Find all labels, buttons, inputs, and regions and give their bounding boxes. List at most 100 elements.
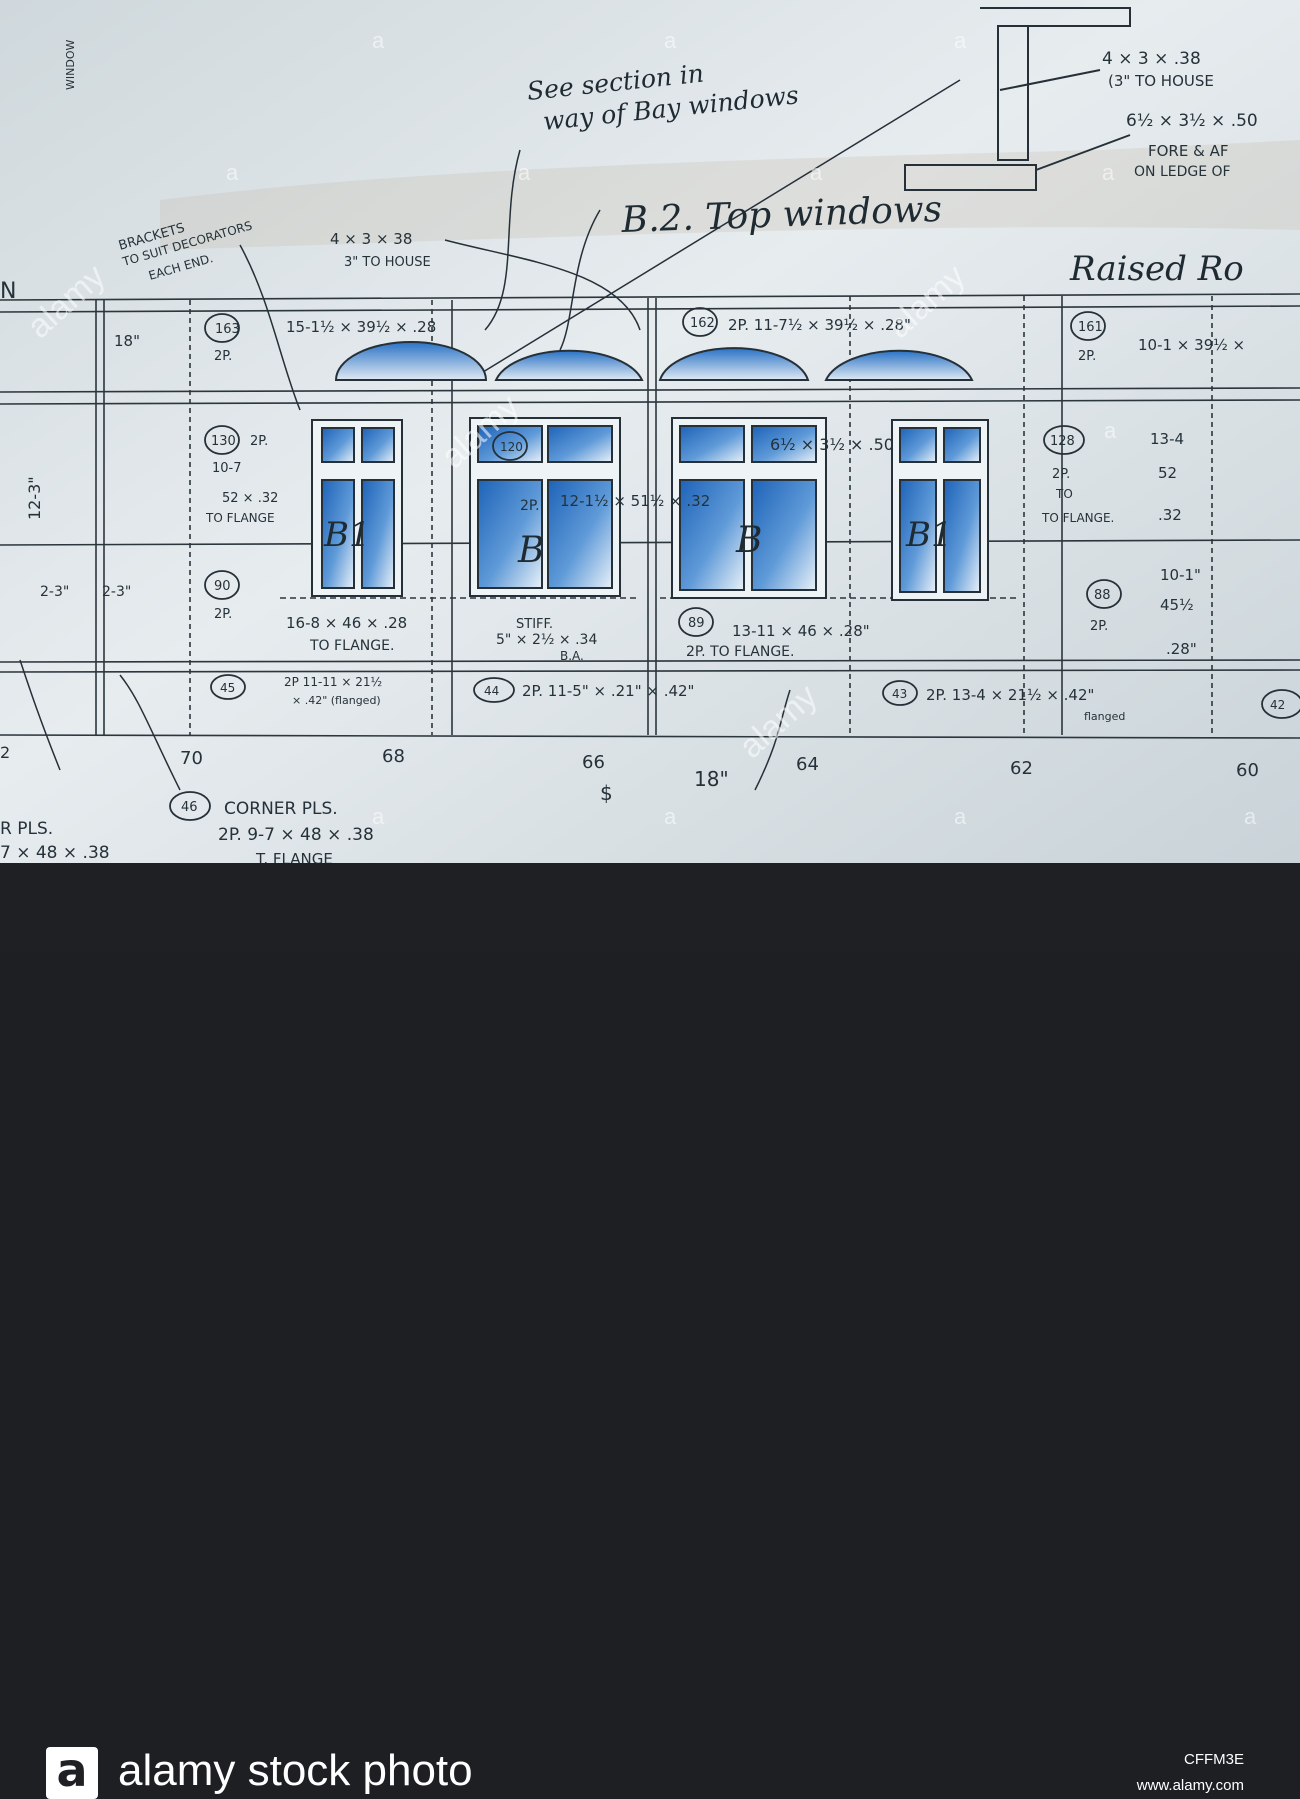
dim-top-mid: 2P. 11-7½ × 39½ × .28" (728, 316, 911, 334)
fanlight-window-2 (494, 349, 644, 381)
watermark-a-3: a (954, 28, 967, 53)
dim-2-3-right: 2-3" (102, 584, 131, 600)
watermark-a-11: a (954, 804, 967, 829)
plate-46: 46 (181, 800, 198, 815)
alamy-logo-icon: a (46, 1747, 98, 1799)
corner-plates: CORNER PLS. (224, 799, 338, 819)
window-label-b-b: B (735, 520, 762, 561)
plate-128-to: TO (1055, 487, 1073, 501)
window-label-b-a: B (517, 530, 544, 571)
main-windows (311, 417, 989, 601)
plate-88: 88 (1094, 588, 1111, 603)
dim-43-flanged: flanged (1084, 710, 1125, 723)
plate-45: 45 (220, 681, 235, 695)
dim-18-bottom: 18" (694, 767, 729, 791)
plate-163: 163 (215, 322, 240, 337)
dim-2-3-left: 2-3" (40, 584, 69, 600)
dim-128-length: 13-4 (1150, 430, 1184, 448)
dim-top-right: 10-1 × 39½ × (1138, 336, 1245, 354)
plate-44: 44 (484, 684, 499, 698)
paper-background (0, 0, 1300, 863)
window-vertical-label: WINDOW (64, 40, 77, 90)
dim-130-size: 52 × .32 (222, 491, 278, 506)
watermark-a-12: a (1244, 804, 1257, 829)
spec-6half: 6½ × 3½ × .50 (1126, 111, 1258, 131)
dim-128-width: 52 (1158, 464, 1177, 482)
dim-89-flange: 2P. TO FLANGE. (686, 644, 794, 660)
watermark-a-9: a (372, 804, 385, 829)
corner-flange: T. FLANGE (255, 850, 333, 863)
blueprint-photo: See section in way of Bay windows B.2. T… (0, 0, 1300, 863)
frame-60: 60 (1236, 760, 1259, 781)
dim-window-angle: 6½ × 3½ × .50 (770, 435, 894, 454)
plate-161: 161 (1078, 320, 1103, 335)
window-label-b1-right: B1 (905, 515, 953, 555)
plate-162: 162 (690, 316, 715, 331)
frame-68: 68 (382, 746, 405, 767)
dim-44: 2P. 11-5" × .21" × .42" (522, 682, 694, 700)
window-label-b1-left: B1 (323, 515, 371, 555)
window-b-center-right (671, 417, 827, 599)
blueprint-drawing: See section in way of Bay windows B.2. T… (0, 0, 1300, 863)
watermark-a-10: a (664, 804, 677, 829)
corner-dims: 2P. 9-7 × 48 × .38 (218, 825, 374, 845)
letter-n: N (0, 279, 16, 304)
watermark-a-4: a (226, 160, 239, 185)
dim-88-length: 10-1" (1160, 566, 1201, 584)
plate-120: 120 (500, 440, 523, 454)
frame-62: 62 (1010, 758, 1033, 779)
dim-ba: B.A. (560, 649, 584, 663)
spec-4x3-house-beam: 4 × 3 × 38 (330, 230, 412, 248)
bracket-detail (904, 7, 1131, 191)
frame-2: 2 (0, 743, 10, 762)
spec-3-to-house-right: (3" TO HOUSE (1108, 72, 1214, 90)
window-b1-right (891, 419, 989, 601)
plate-128: 128 (1050, 434, 1075, 449)
dim-45: 2P 11-11 × 21½ (284, 675, 382, 689)
plate-128-2p: 2P. (1052, 467, 1070, 482)
image-id: CFFM3E (1184, 1751, 1244, 1768)
spec-fore-aft: FORE & AF (1148, 142, 1228, 160)
dim-88-thick: .28" (1166, 640, 1197, 658)
plate-163-2p: 2P. (214, 349, 232, 364)
dim-43: 2P. 13-4 × 21½ × .42" (926, 686, 1094, 704)
dim-88-width: 45½ (1160, 596, 1194, 614)
dim-18-top: 18" (114, 332, 140, 350)
plate-42: 42 (1270, 698, 1285, 712)
watermark-a-1: a (372, 28, 385, 53)
watermark-a-8: a (1104, 418, 1117, 443)
watermark-a-2: a (664, 28, 677, 53)
watermark-a-6: a (810, 160, 823, 185)
dim-90-flange: TO FLANGE. (309, 638, 394, 654)
plate-90-2p: 2P. (214, 607, 232, 622)
plate-89: 89 (688, 616, 705, 631)
dollar-mark: $ (600, 781, 613, 805)
dim-stiff-size: 5" × 2½ × .34 (496, 632, 597, 648)
watermark-a-5: a (518, 160, 531, 185)
dim-45-flanged: × .42" (flanged) (292, 694, 381, 707)
left-dims: 7 × 48 × .38 (0, 843, 110, 863)
plate-161-2p: 2P. (1078, 349, 1096, 364)
frame-64: 64 (796, 754, 819, 775)
dim-130-flange: TO FLANGE (205, 511, 275, 525)
dim-89: 13-11 × 46 × .28" (732, 622, 870, 640)
plate-120-2p: 2P. (520, 498, 540, 514)
dim-mid-window: 12-1½ × 51½ × .32 (560, 492, 710, 510)
heading-raised: Raised Ro (1069, 249, 1244, 289)
leader-lines (19, 79, 961, 791)
dim-128-thick: .32 (1158, 506, 1182, 524)
dim-130-length: 10-7 (212, 461, 242, 476)
window-b-center-left (469, 417, 621, 597)
frame-66: 66 (582, 752, 605, 773)
fanlight-window-4 (824, 349, 974, 381)
window-b1-left (311, 419, 403, 597)
annotations: See section in way of Bay windows B.2. T… (0, 40, 1285, 863)
spec-ledge: ON LEDGE OF (1134, 164, 1231, 180)
plate-43: 43 (892, 687, 907, 701)
site-url: www.alamy.com (1136, 1777, 1244, 1794)
dim-90-row: 16-8 × 46 × .28 (286, 614, 407, 632)
plate-130: 130 (211, 434, 236, 449)
brand-name: alamy stock photo (118, 1746, 473, 1795)
spec-3-to-house: 3" TO HOUSE (344, 255, 431, 270)
